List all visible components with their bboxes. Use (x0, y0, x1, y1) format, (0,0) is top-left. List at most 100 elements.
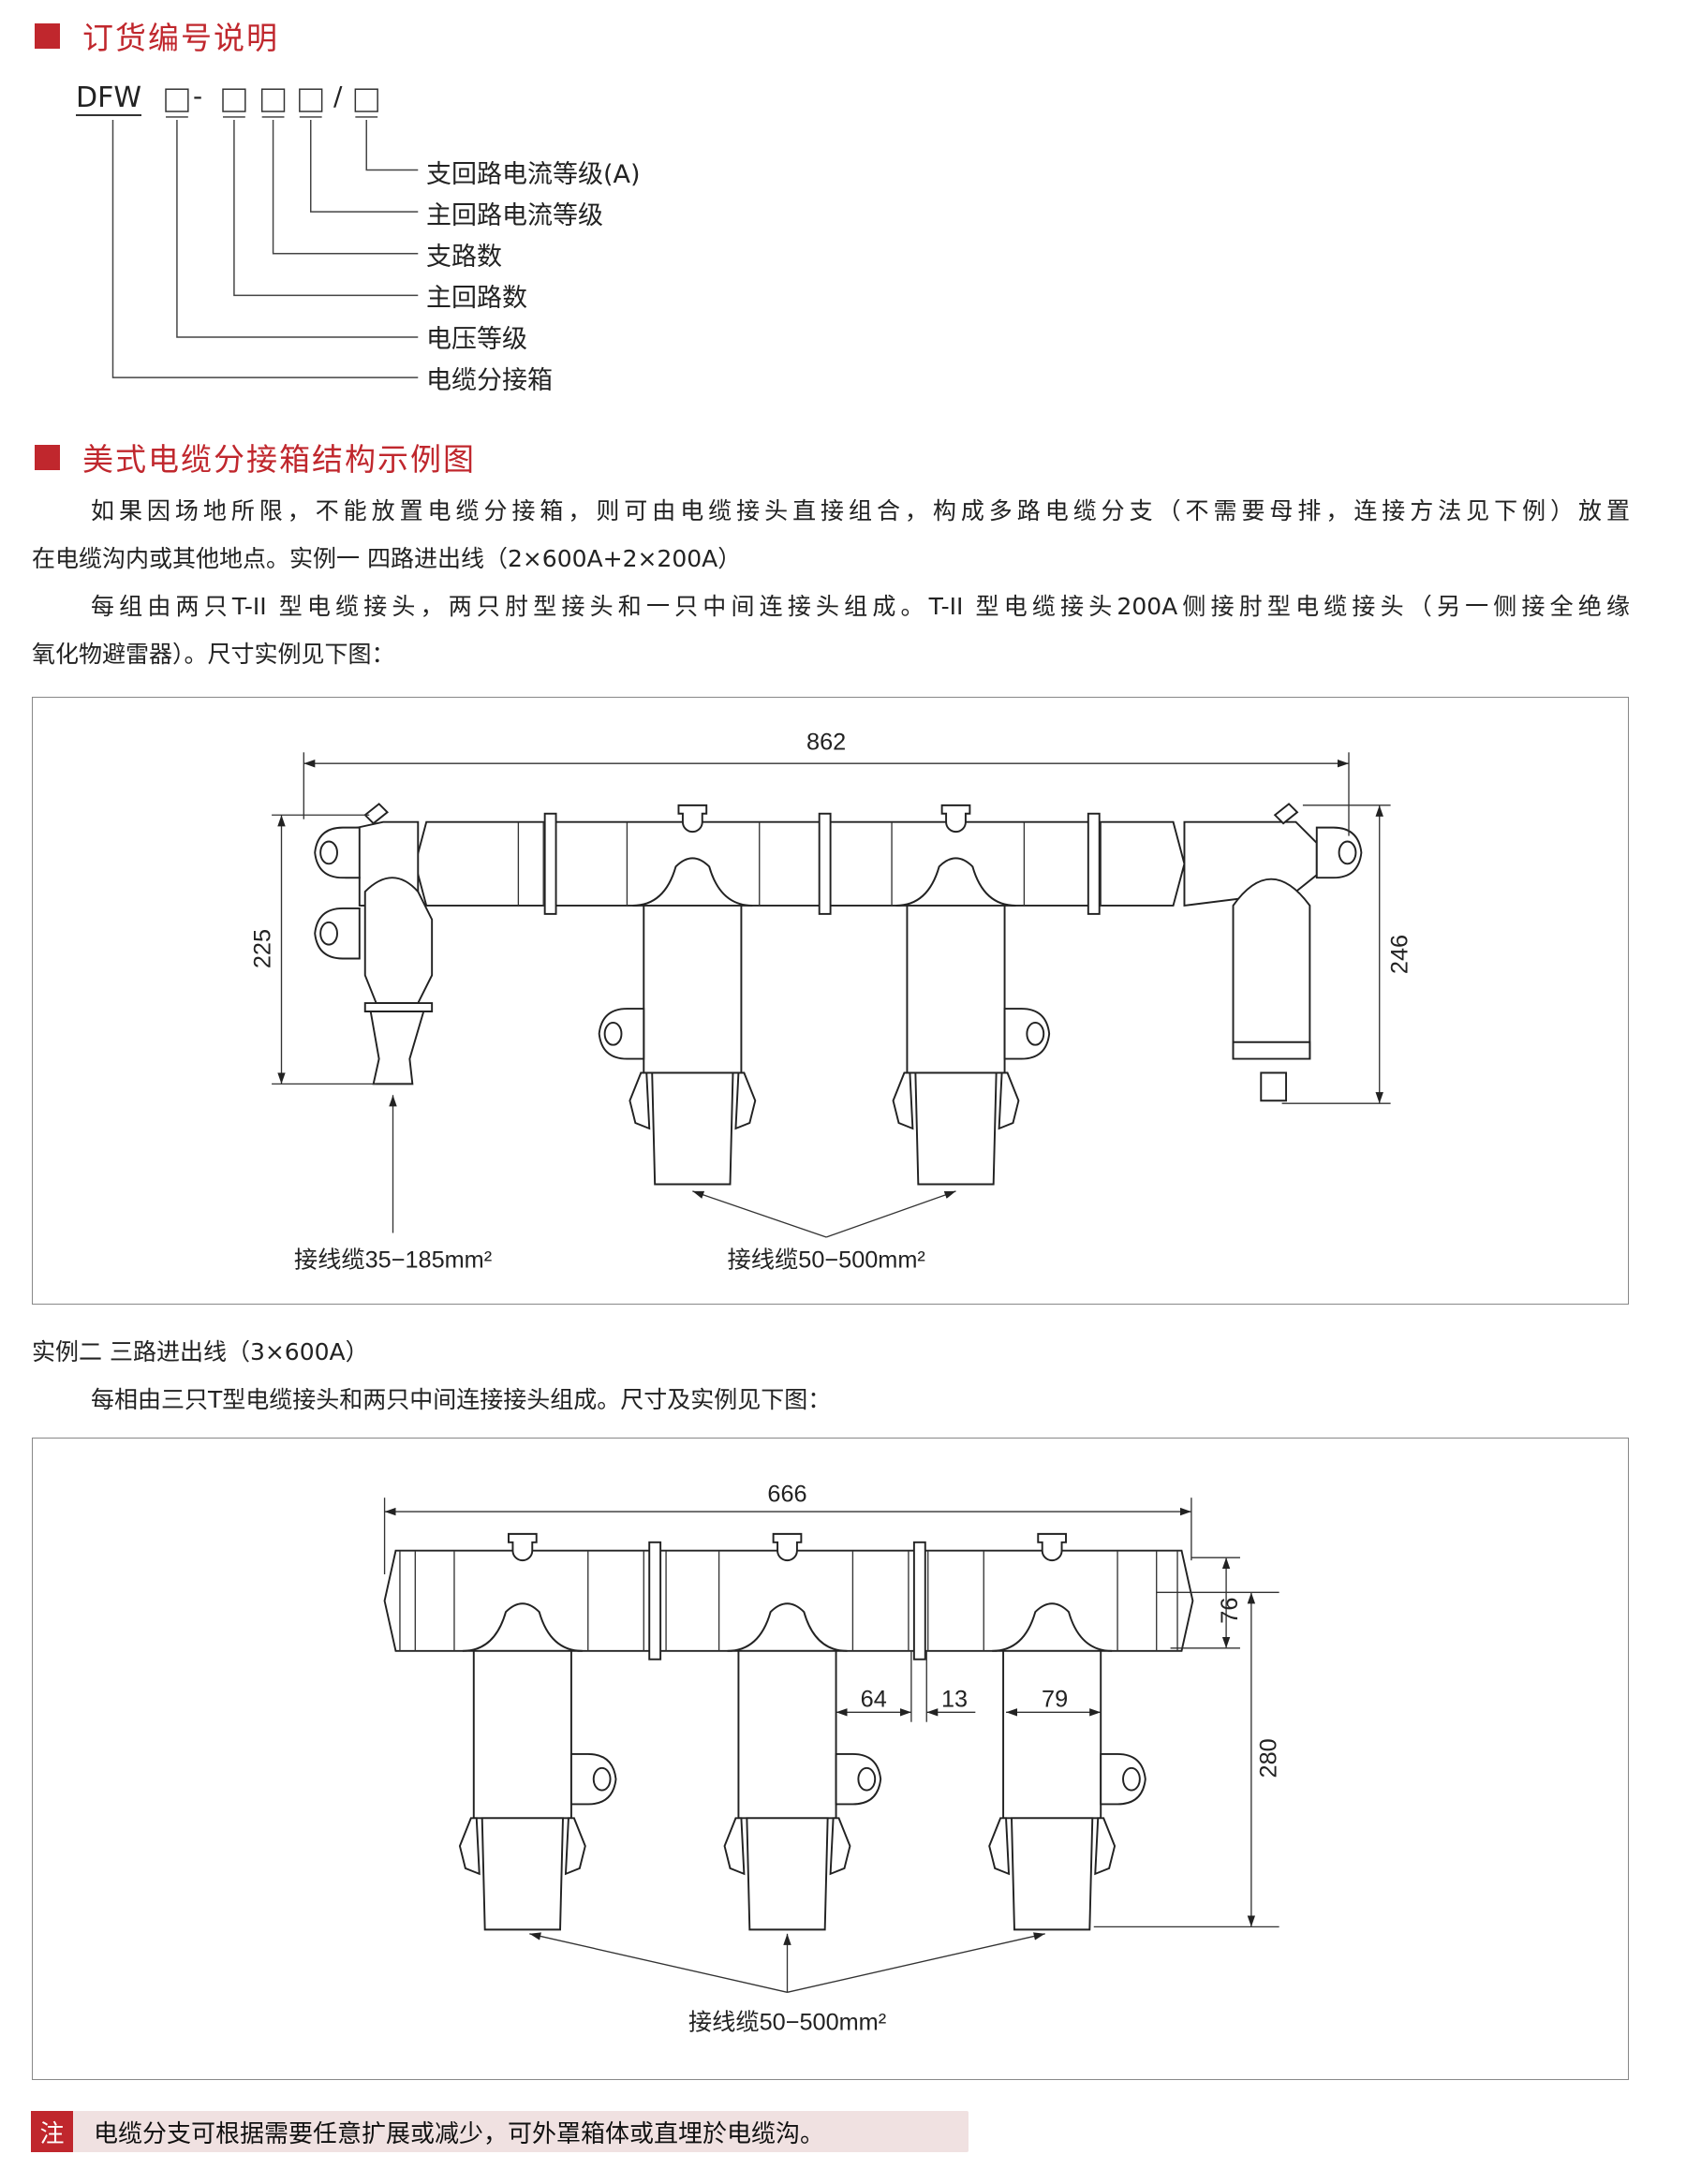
connector-body (1002, 1649, 1102, 1820)
diagram1-frame (32, 697, 1629, 1305)
note-banner: 注 电缆分支可根据需要任意扩展或减少，可外罩箱体或直埋於电缆沟。 (31, 2111, 969, 2152)
ear-right (1094, 1817, 1117, 1876)
para-line: 氧化物避雷器）。尺寸实例见下图： (32, 641, 395, 668)
main-bus-bar (383, 1549, 1194, 1652)
saddle (727, 1602, 848, 1652)
section-title-text: 美式电缆分接箱结构示例图 (82, 441, 476, 478)
right-elbow-band (1232, 1040, 1311, 1060)
red-square-icon (35, 22, 60, 49)
test-point (1037, 1532, 1067, 1562)
right-elbow-body (1232, 878, 1311, 1060)
example2-desc: 每相由三只T型电缆接头和两只中间连接接头组成。尺寸及实例见下图： (91, 1386, 832, 1413)
note-text: 电缆分支可根据需要任意扩展或减少，可外罩箱体或直埋於电缆沟。 (94, 2119, 825, 2148)
legend-main-current: 主回路电流等级 (426, 201, 603, 230)
dim-height-225: 225 (250, 929, 276, 968)
connector-ring (543, 812, 557, 915)
cable-sleeve (1011, 1817, 1094, 1931)
section-title-text: 订货编号说明 (82, 20, 279, 56)
example2-text: 实例二 三路进出线（3×600A） 每相由三只T型电缆接头和两只中间连接接头组成… (32, 1328, 1630, 1424)
test-point (677, 804, 708, 834)
dim-13: 13 (941, 1686, 968, 1712)
connector-body (906, 904, 1006, 1074)
leader-line (176, 119, 419, 338)
leader-line (365, 119, 419, 171)
right-elbow-ground (1260, 1071, 1288, 1102)
cable-sleeve (746, 1817, 829, 1931)
para-line: 在电缆沟内或其他地点。实例一 四路进出线（2×600A+2×200A） (32, 545, 742, 572)
connector-ring (818, 812, 832, 915)
legend-main-count: 主回路数 (426, 284, 527, 313)
leader-arrow (787, 1932, 1045, 1993)
lug-hole (857, 1766, 877, 1792)
ear-right (829, 1817, 851, 1876)
lug-hole (1338, 840, 1357, 865)
t-connector (458, 1532, 586, 1931)
bolt-lug (1003, 1008, 1051, 1060)
lug-hole (603, 1021, 623, 1046)
leader-line (233, 119, 419, 297)
legend-branch-current: 支回路电流等级(A) (426, 160, 641, 189)
ear-left (723, 1817, 746, 1876)
legend-branch-count: 支路数 (426, 243, 502, 272)
left-test-point (363, 803, 390, 825)
left-elbow-body (363, 877, 434, 1005)
leader-line (111, 119, 419, 378)
connector-ring (648, 1541, 662, 1660)
bolt-lug (314, 826, 361, 879)
saddle (895, 857, 1016, 907)
para-line: 每组由两只T-II 型电缆接头，两只肘型接头和一只中间连接头组成。T-II 型电… (91, 593, 1630, 620)
section-title-order-code: 订货编号说明 (35, 13, 279, 58)
code-placeholder-box (354, 88, 378, 112)
bolt-lug (598, 1008, 645, 1060)
ear-right (734, 1071, 757, 1130)
label-cable-50-500: 接线缆50−500mm² (727, 1247, 924, 1274)
bolt-lug (569, 1752, 617, 1806)
saddle (462, 1602, 583, 1652)
section-title-structure: 美式电缆分接箱结构示例图 (35, 435, 476, 480)
dim-64: 64 (861, 1686, 887, 1712)
cable-sleeve (481, 1817, 564, 1931)
test-point (508, 1532, 538, 1562)
leader-line (309, 119, 419, 213)
dim-width-862: 862 (806, 729, 846, 755)
t-connector (892, 804, 1020, 1186)
label-cable-50-500: 接线缆50−500mm² (688, 2009, 886, 2035)
code-placeholder-box (260, 88, 286, 112)
dim-79: 79 (1042, 1686, 1068, 1712)
code-separator-dash: - (193, 81, 203, 111)
code-prefix: DFW (76, 81, 142, 116)
lug-hole (319, 921, 338, 946)
leader-arrow (825, 1190, 956, 1238)
bolt-lug (1100, 1752, 1146, 1806)
diagram2-frame (32, 1438, 1629, 2080)
dim-width-666: 666 (767, 1482, 806, 1508)
code-placeholder-box (299, 88, 323, 112)
legend-cable-box: 电缆分接箱 (426, 366, 553, 395)
para-line: 如果因场地所限，不能放置电缆分接箱，则可由电缆接头直接组合，构成多路电缆分支（不… (91, 497, 1630, 524)
ear-left (629, 1071, 651, 1130)
connector-ring (912, 1541, 926, 1660)
red-square-icon (35, 444, 60, 470)
cable-sleeve (651, 1071, 734, 1186)
left-elbow-band (363, 1002, 434, 1012)
saddle (992, 1602, 1113, 1652)
dim-end-76: 76 (1217, 1598, 1243, 1624)
leader-arrow (692, 1190, 827, 1238)
note-tag: 注 (31, 2111, 73, 2152)
ear-right (998, 1071, 1020, 1130)
test-point (940, 804, 971, 834)
leader-arrow (529, 1932, 788, 1993)
intro-paragraph: 如果因场地所限，不能放置电缆分接箱，则可由电缆接头直接组合，构成多路电缆分支（不… (32, 487, 1630, 678)
cable-sleeve (914, 1071, 998, 1186)
diagram1-drawing (272, 752, 1391, 1238)
legend-voltage: 电压等级 (426, 325, 527, 354)
code-separator-slash: / (333, 81, 343, 111)
test-point (772, 1532, 803, 1562)
right-test-point (1273, 803, 1299, 825)
t-connector (629, 804, 757, 1186)
bolt-lug (835, 1752, 882, 1806)
lug-hole (1122, 1766, 1141, 1792)
code-placeholder-box (222, 88, 246, 112)
dim-height-246: 246 (1386, 935, 1412, 974)
